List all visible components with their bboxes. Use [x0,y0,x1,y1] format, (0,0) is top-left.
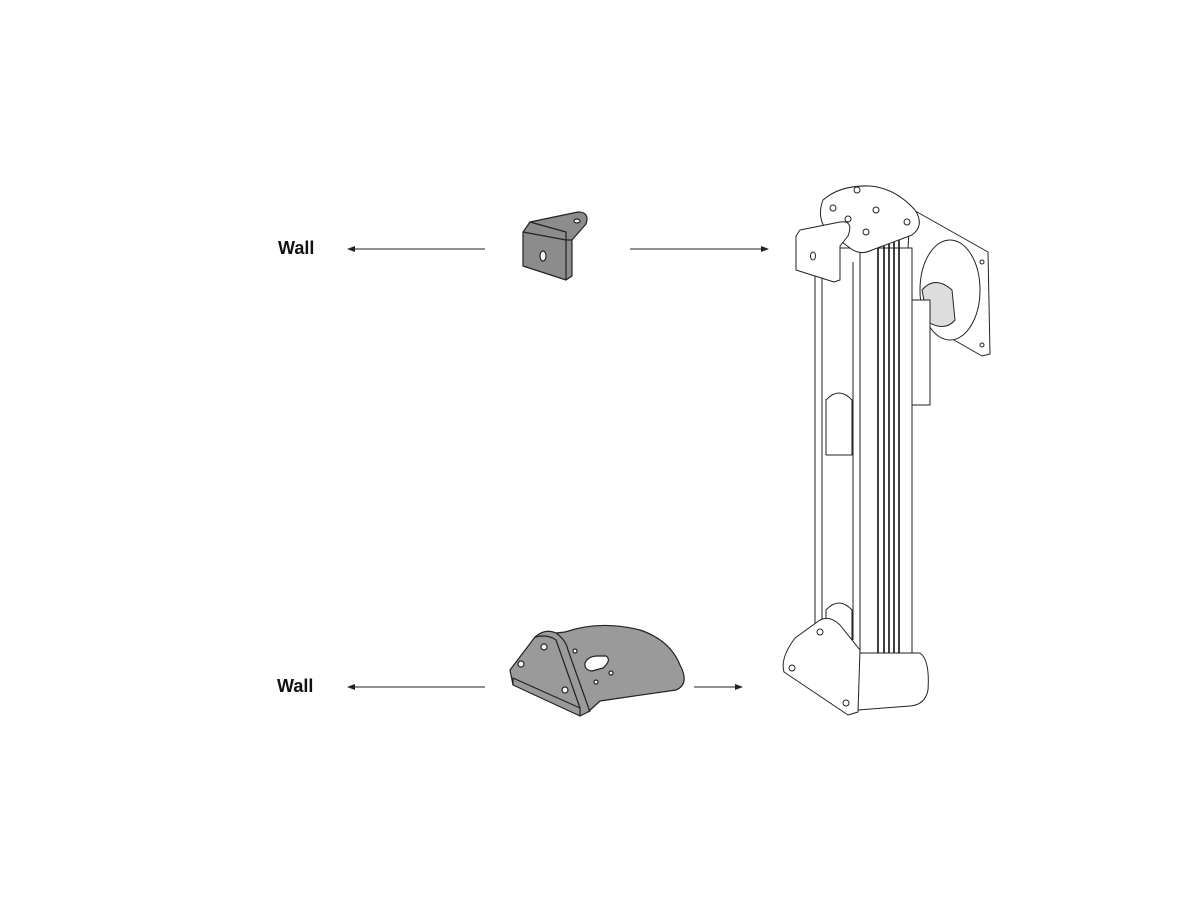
top-bracket [522,211,588,281]
bottom-bracket [509,624,685,717]
cable-slot [825,392,853,456]
wall-label-bottom: Wall [277,676,314,696]
column-assembly [782,185,991,716]
column-base [847,652,929,711]
wall-label-top: Wall [278,238,315,258]
